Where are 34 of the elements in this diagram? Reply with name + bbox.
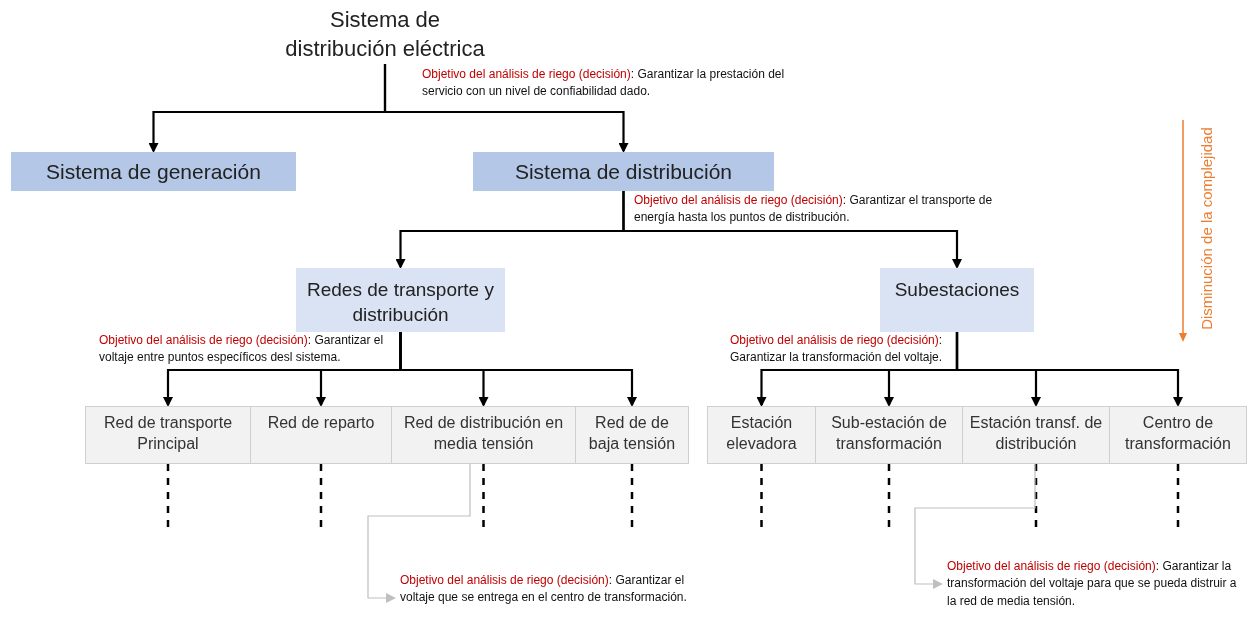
category-box: Sistema de distribución (473, 152, 774, 191)
leader-arrow (367, 463, 471, 603)
arrow (399, 332, 637, 407)
component-box: Red de distribución en media tensión (391, 406, 576, 464)
objective-note: Objetivo del análisis de riego (decisión): Garantizar el voltaje que se entrega en el centro de transformación. (400, 572, 700, 607)
subsystem-box: Subestaciones (880, 268, 1034, 332)
dashed-line (482, 464, 485, 527)
category-box: Sistema de generación (11, 152, 296, 191)
leader-arrow (914, 463, 1036, 589)
subsystem-box: Redes de transporte y distribución (296, 268, 505, 332)
component-box: Red de de baja tensión (575, 406, 689, 464)
axis-label: Disminución de la complejidad (1197, 127, 1215, 330)
component-box: Red de transporte Principal (85, 406, 251, 464)
dashed-line (887, 464, 891, 527)
dashed-line (1176, 464, 1180, 527)
heading-text: Sistema de distribución eléctrica (270, 6, 500, 64)
dashed-line (630, 464, 634, 527)
component-box: Estación transf. de distribución (962, 406, 1110, 464)
component-box: Red de reparto (250, 406, 392, 464)
objective-note: Objetivo del análisis de riego (decisión): Garantizar el transporte de energía hasta los puntos de distribución. (634, 192, 994, 227)
dashed-line (319, 464, 323, 527)
objective-note: Objetivo del análisis de riego (decisión): Garantizar la transformación del voltaje. (730, 332, 944, 367)
dashed-line (166, 464, 170, 527)
arrow (622, 191, 962, 269)
dashed-line (1034, 464, 1038, 527)
arrow (383, 64, 629, 153)
component-box: Estación elevadora (707, 406, 816, 464)
objective-note: Objetivo del análisis de riego (decisión): Garantizar el voltaje entre puntos específicos desl sistema. (99, 332, 385, 367)
dashed-line (760, 464, 763, 527)
arrow (955, 332, 1183, 407)
component-box: Centro de transformación (1109, 406, 1247, 464)
objective-note: Objetivo del análisis de riego (decisión): Garantizar la transformación del voltaje para que se pueda distruir a la red de media tensión. (947, 558, 1247, 611)
objective-note: Objetivo del análisis de riego (decisión): Garantizar la prestación del servicio con un nivel de confiabilidad dado. (422, 66, 786, 101)
component-box: Sub-estación de transformación (815, 406, 963, 464)
